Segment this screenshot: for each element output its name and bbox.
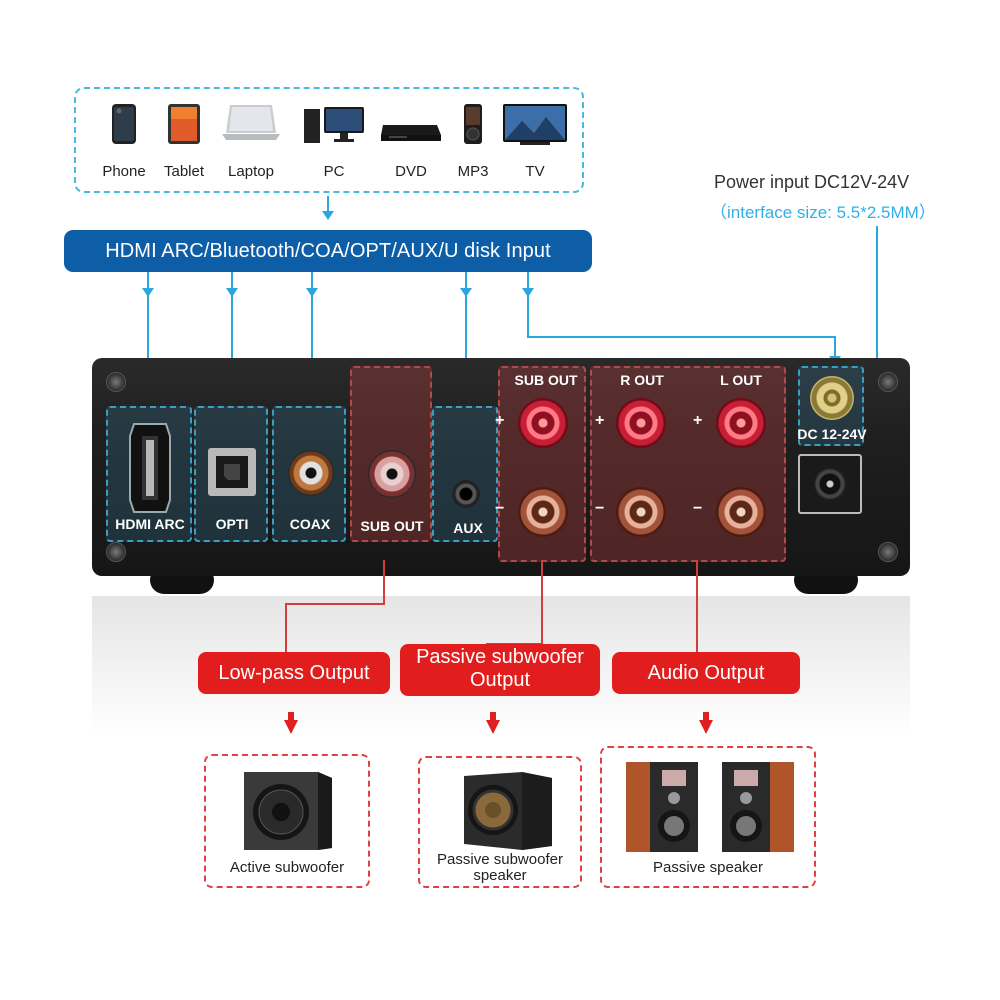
arrow-down-icon xyxy=(699,720,713,734)
r-out-plus-post xyxy=(616,398,666,448)
dc-power-jack xyxy=(798,454,862,514)
connector-line xyxy=(147,272,149,402)
passive-speaker-right-icon xyxy=(722,762,794,852)
dc-jack-icon xyxy=(814,468,846,500)
connector-line xyxy=(527,272,529,338)
arrow-down-icon xyxy=(288,712,294,720)
arrow-down-icon xyxy=(490,712,496,720)
active-subwoofer-box: Active subwoofer xyxy=(204,754,370,888)
coax-port-area: COAX xyxy=(272,406,346,542)
passive-subwoofer-output-label: Passive subwoofer Output xyxy=(400,644,600,696)
plus-sign: + xyxy=(693,412,703,429)
screw-icon xyxy=(106,372,126,392)
speaker-label: Active subwoofer xyxy=(229,859,345,876)
device-label: PC xyxy=(323,163,345,180)
connector-line xyxy=(465,272,467,402)
power-interface-size: （interface size: 5.5*2.5MM） xyxy=(710,203,936,222)
arrow-down-icon xyxy=(306,288,318,297)
device-label: DVD xyxy=(395,163,427,180)
l-out-minus-post xyxy=(716,487,766,537)
sub-out-rca-area: SUB OUT xyxy=(350,366,432,542)
active-subwoofer-icon xyxy=(244,772,332,850)
arrow-down-icon xyxy=(284,720,298,734)
rl-out-posts-area xyxy=(590,366,786,562)
speaker-label: Passive speaker xyxy=(652,859,764,876)
output-connector-line xyxy=(285,603,385,605)
connector-line xyxy=(527,336,836,338)
aux-jack-icon xyxy=(452,480,480,508)
output-connector-line xyxy=(383,560,385,604)
label-sub-out-posts: SUB OUT xyxy=(514,372,578,388)
minus-sign: − xyxy=(595,500,605,517)
output-connector-line xyxy=(541,560,543,644)
output-connector-line xyxy=(696,560,698,654)
label-r-out: R OUT xyxy=(620,372,664,388)
port-label-coax: COAX xyxy=(289,516,331,532)
label-line: Passive subwoofer xyxy=(416,646,584,668)
port-label-hdmi: HDMI ARC xyxy=(115,516,185,532)
bluetooth-antenna-area: DC 12-24V xyxy=(797,366,867,446)
arrow-down-icon xyxy=(460,288,472,297)
optical-port-icon xyxy=(208,448,256,496)
hdmi-port-icon xyxy=(129,423,171,513)
arrow-down-icon xyxy=(522,288,534,297)
minus-sign: − xyxy=(495,500,505,517)
laptop-icon xyxy=(222,105,280,140)
minus-sign: − xyxy=(693,500,703,517)
input-banner: HDMI ARC/Bluetooth/COA/OPT/AUX/U disk In… xyxy=(64,230,592,272)
port-label-aux: AUX xyxy=(453,520,483,536)
optical-port-area: OPTI xyxy=(194,406,268,542)
device-label: Tablet xyxy=(163,163,205,180)
hdmi-port-area: HDMI ARC xyxy=(106,406,192,542)
dvd-icon xyxy=(381,125,441,141)
label-l-out: L OUT xyxy=(720,372,762,388)
antenna-connector-icon xyxy=(810,376,854,420)
low-pass-output-label: Low-pass Output xyxy=(198,652,390,694)
output-connector-line xyxy=(285,603,287,653)
l-out-plus-post xyxy=(716,398,766,448)
passive-speaker-box: Passive speaker xyxy=(600,746,816,888)
pc-icon xyxy=(304,107,364,143)
label-dc: DC 12-24V xyxy=(797,426,867,442)
sub-out-plus-post xyxy=(518,398,568,448)
passive-subwoofer-box: Passive subwoofer speaker xyxy=(418,756,582,888)
port-label-sub-out: SUB OUT xyxy=(360,518,424,534)
arrow-down-icon xyxy=(703,712,709,720)
passive-speaker-left-icon xyxy=(626,762,698,852)
screw-icon xyxy=(106,542,126,562)
device-label: MP3 xyxy=(457,163,489,180)
sub-out-rca-icon xyxy=(368,450,416,498)
screw-icon xyxy=(878,542,898,562)
screw-icon xyxy=(878,372,898,392)
speaker-label: speaker xyxy=(473,867,527,884)
connector-line xyxy=(311,272,313,402)
r-out-minus-post xyxy=(616,487,666,537)
device-label: TV xyxy=(525,163,545,180)
arrow-down-icon xyxy=(226,288,238,297)
device-label: Laptop xyxy=(228,163,274,180)
plus-sign: + xyxy=(495,412,505,429)
tv-icon xyxy=(503,104,567,145)
phone-icon xyxy=(112,104,136,144)
connector-line xyxy=(327,196,329,212)
arrow-down-icon xyxy=(486,720,500,734)
mp3-icon xyxy=(464,104,482,144)
aux-port-area: AUX xyxy=(432,406,498,542)
connector-line xyxy=(231,272,233,402)
audio-output-label: Audio Output xyxy=(612,652,800,694)
plus-sign: + xyxy=(595,412,605,429)
tablet-icon xyxy=(168,104,200,144)
arrow-down-icon xyxy=(142,288,154,297)
power-input-title: Power input DC12V-24V xyxy=(714,172,910,192)
connector-line xyxy=(834,336,836,362)
speaker-label: Passive subwoofer xyxy=(437,851,563,868)
coax-port-icon xyxy=(288,450,334,496)
label-line: Output xyxy=(469,669,531,691)
sub-out-minus-post xyxy=(518,487,568,537)
port-label-opti: OPTI xyxy=(215,516,249,532)
device-label: Phone xyxy=(102,163,146,180)
passive-subwoofer-icon xyxy=(464,772,552,850)
arrow-down-icon xyxy=(322,211,334,220)
source-devices-box: Phone Tablet Laptop PC xyxy=(74,87,584,193)
